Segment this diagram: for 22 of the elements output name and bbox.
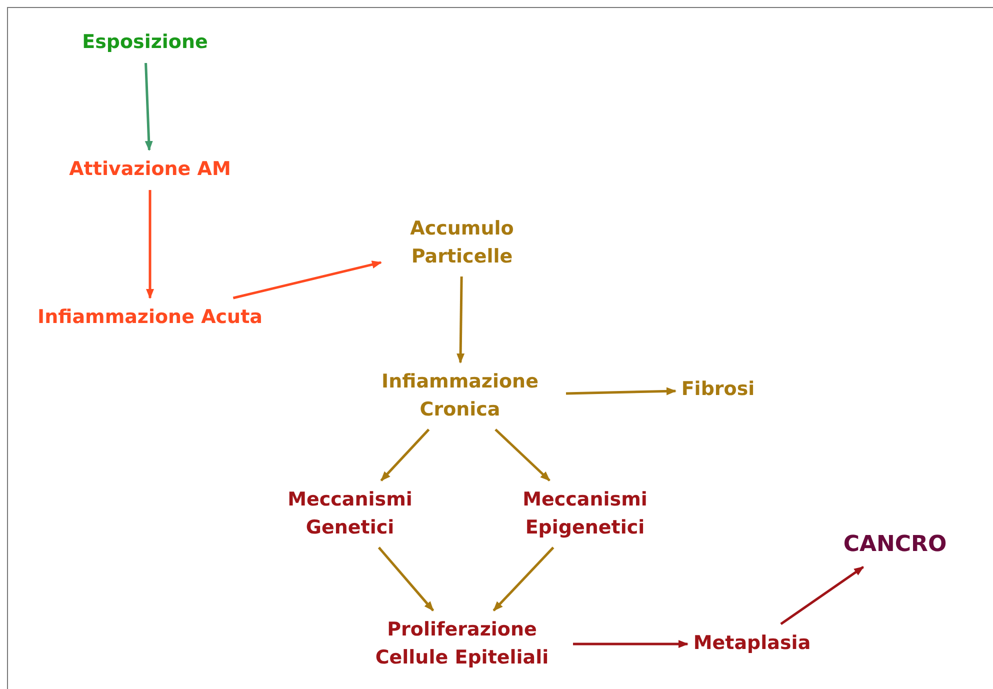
arrow [566,387,676,396]
flow-label: Meccanismi Genetici [275,486,425,542]
arrow [378,546,434,612]
flow-label: Attivazione AM [69,156,231,184]
arrow [494,428,550,482]
arrow [492,546,554,612]
flow-label: Metaplasia [693,630,811,658]
arrow [146,190,154,299]
arrow [380,428,430,482]
arrow [573,640,688,648]
flow-label: Infiammazione Acuta [38,304,262,332]
arrow [456,276,465,364]
flow-label: Proliferazione Cellule Epiteliali [357,616,567,672]
flow-label: Fibrosi [681,376,755,404]
arrow [144,62,153,151]
arrow [780,566,864,626]
flow-label: Meccanismi Epigenetici [510,486,660,542]
flow-label: Esposizione [82,29,208,57]
arrow [232,260,382,300]
flow-label: CANCRO [843,529,947,561]
flow-label: Accumulo Particelle [387,215,537,271]
flow-label: Infiammazione Cronica [360,368,560,424]
